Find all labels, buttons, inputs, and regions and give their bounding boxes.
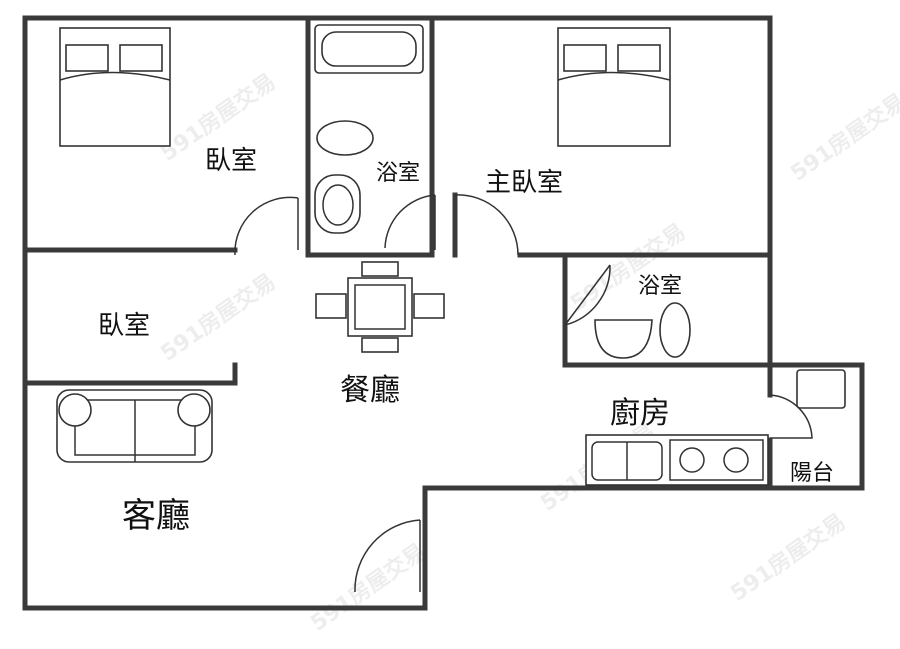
room-label-bedroom1: 臥室 — [205, 146, 258, 176]
washer-icon — [796, 369, 846, 409]
room-label-dining: 餐廳 — [340, 373, 400, 408]
sofa-icon — [56, 389, 213, 463]
room-label-bedroom2: 臥室 — [98, 311, 151, 341]
bed-icon — [557, 27, 671, 147]
room-label-master-bedroom: 主臥室 — [485, 168, 564, 198]
room-label-living: 客廳 — [122, 496, 190, 536]
walls — [22, 15, 865, 611]
sink-icon — [314, 174, 361, 234]
doors — [234, 194, 813, 593]
toilet-icon — [659, 302, 691, 358]
bed-icon — [59, 27, 171, 147]
room-label-kitchen: 廚房 — [610, 396, 670, 431]
kitchen-counter — [585, 434, 769, 486]
room-label-bath1: 浴室 — [376, 161, 421, 186]
room-label-balcony: 陽台 — [790, 461, 835, 486]
toilet-icon — [316, 120, 374, 156]
room-label-bath2: 浴室 — [638, 274, 683, 299]
sink-icon — [594, 319, 653, 359]
dining-table-icon — [315, 261, 445, 353]
bathtub-icon — [314, 24, 424, 74]
